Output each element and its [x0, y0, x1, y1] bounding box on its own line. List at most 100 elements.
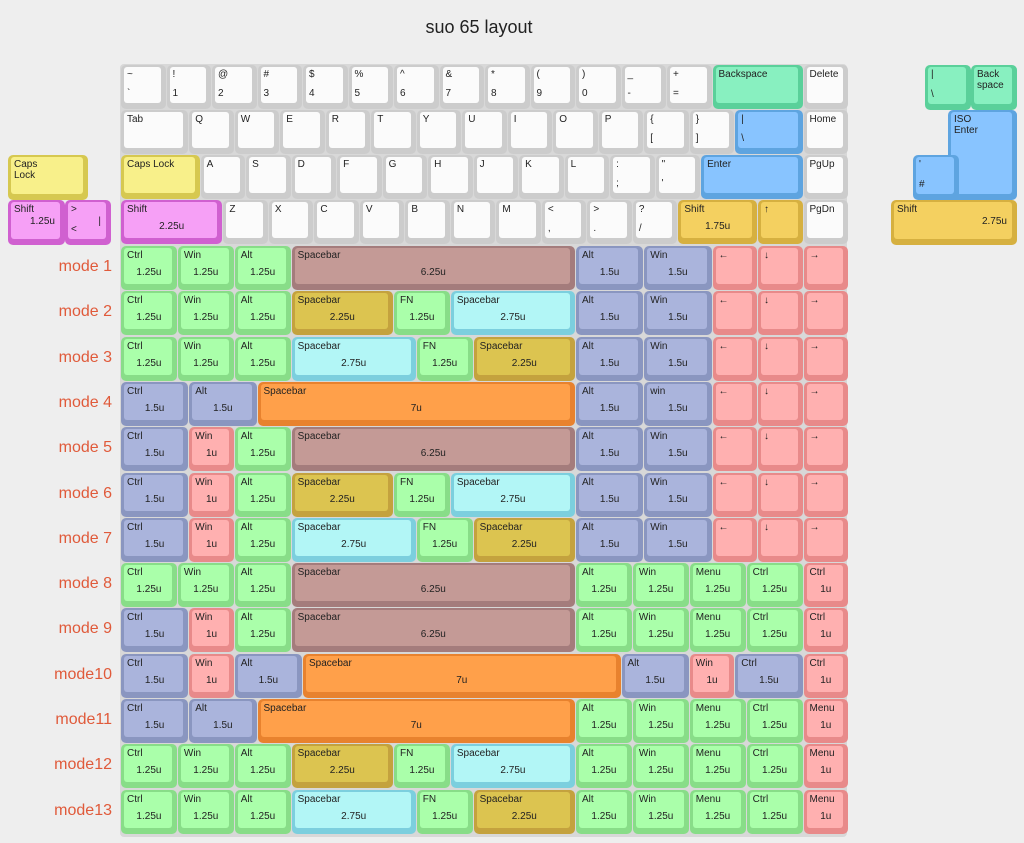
key-legend-top: Alt [195, 703, 207, 714]
key-legend-top: Ctrl [752, 793, 769, 805]
key-cap [362, 202, 400, 238]
key-size-label: 1.25u [648, 765, 674, 777]
key-legend-top: Win [638, 567, 657, 579]
key-legend-top: Alt [582, 703, 594, 714]
key-legend-top: Alt [582, 748, 594, 760]
key-legend-top: Spacebar [297, 431, 341, 443]
key-size-label: 1.25u [250, 584, 276, 596]
key-cap [260, 67, 297, 103]
key-size-label: 1.25u [250, 538, 276, 550]
key-legend-top: → [809, 295, 820, 307]
key-size-label: 1.5u [144, 629, 165, 641]
key-size-label: 1.25u [250, 312, 276, 324]
key-legend-top: C [320, 204, 328, 215]
key-size-label: 1u [706, 674, 718, 686]
key-cap [556, 112, 593, 148]
mode-label: mode13 [54, 801, 112, 819]
key-legend-top: Ctrl [127, 612, 143, 624]
key-cap [749, 610, 798, 647]
key-cap [806, 202, 843, 238]
key-cap [476, 338, 570, 375]
key-cap [761, 429, 798, 466]
key-k: K [519, 155, 564, 199]
key-: !1 [166, 65, 211, 109]
key-cap [453, 746, 570, 783]
mode-label: mode 7 [58, 529, 112, 547]
key-cap [124, 655, 184, 692]
key-size-label: 1.5u [668, 538, 688, 550]
key-cap [647, 112, 684, 148]
mode-key-: ← [712, 472, 757, 517]
key-legend-top: Alt [582, 340, 594, 352]
key-legend-top: Alt [240, 612, 253, 624]
key-cap [237, 474, 286, 511]
key-legend-top: ↑ [764, 204, 769, 215]
key-size-label: 1.5u [599, 538, 620, 550]
key-cap [715, 383, 752, 420]
key-legend-top: U [468, 114, 476, 125]
key-legend-right: 1.25u [29, 216, 55, 227]
key-legend-top: Win [183, 567, 202, 579]
key-: (9 [530, 65, 575, 109]
key-legend-bottom: ; [616, 178, 619, 189]
key-legend-top: Win [650, 476, 668, 488]
key-cap [180, 746, 229, 783]
key-legend-top: FN [422, 340, 437, 352]
key-cap [647, 474, 707, 511]
key-cap [715, 67, 798, 103]
key-size-label: 1u [820, 810, 832, 822]
key-legend-top: { [650, 114, 654, 125]
mode-key-: ↓ [758, 427, 803, 472]
key-legend-top: " [661, 159, 666, 170]
key-q: Q [189, 110, 234, 154]
key-legend-top: Alt [240, 748, 253, 760]
key-cap [192, 519, 229, 556]
key-p: P [598, 110, 644, 154]
key-legend-top: Win [195, 431, 213, 443]
key-legend-top: D [297, 159, 305, 170]
key-size-label: 6.25u [420, 448, 446, 460]
key-legend-top: → [809, 385, 820, 397]
key-cap [647, 338, 707, 375]
key-legend-top: Spacebar [479, 521, 523, 533]
key-legend-bottom: 7 [445, 88, 452, 99]
key-cap [647, 429, 707, 466]
key-legend-top: ↓ [764, 250, 769, 261]
key-b: B [405, 200, 450, 244]
key-legend-bottom: ` [127, 88, 131, 99]
key-cap [419, 112, 457, 148]
key-cap [237, 791, 286, 828]
key-cap [271, 202, 309, 238]
mode-label: mode10 [54, 665, 112, 683]
key-cap [715, 248, 752, 284]
key-size-label: 1.25u [136, 357, 162, 369]
key-cap [974, 67, 1012, 104]
key-cap [419, 338, 468, 375]
key-: "' [655, 155, 701, 199]
key-cap [894, 202, 1012, 239]
key-cap [180, 248, 229, 284]
key-legend-top: Ctrl [809, 567, 826, 579]
key-legend-top: → [809, 340, 820, 352]
key-size-label: 1.25u [250, 448, 276, 460]
page-title: suo 65 layout [425, 17, 533, 37]
key-legend-top: Z [229, 204, 236, 215]
key-cap [635, 610, 684, 647]
key-legend-top: Ctrl [127, 521, 143, 533]
key-cap [635, 701, 684, 737]
mode-key-: ← [712, 246, 757, 290]
key-l: L [564, 155, 610, 199]
key-legend-top: Caps Lock [14, 159, 38, 181]
